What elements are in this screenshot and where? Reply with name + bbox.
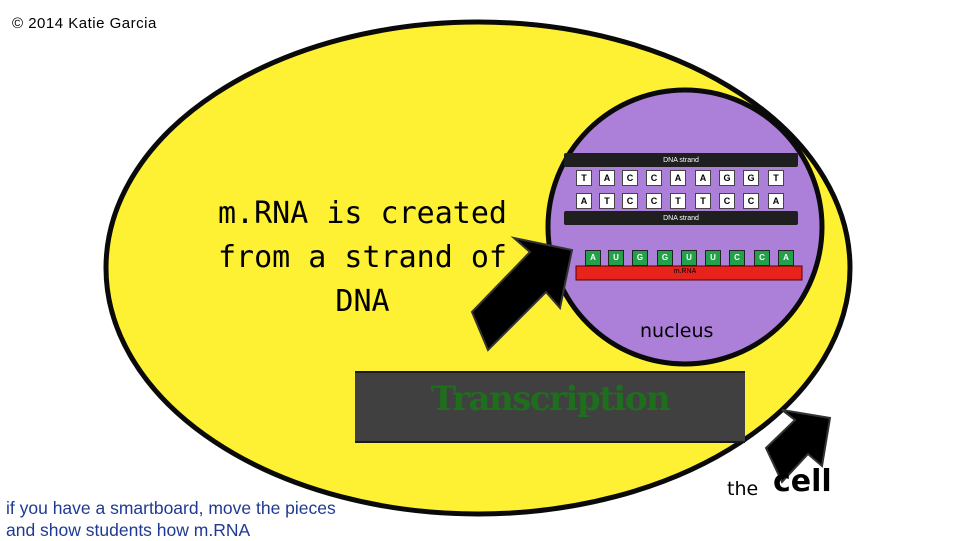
dna-top-base[interactable]: A — [670, 170, 686, 186]
copyright-text: © 2014 Katie Garcia — [12, 15, 157, 32]
cell-label-cell: cell — [773, 464, 832, 499]
dna-top-strand — [564, 153, 798, 167]
dna-bottom-strand — [564, 211, 798, 225]
caption-line-2: from a strand of — [218, 240, 507, 275]
caption-line-3: DNA — [335, 284, 390, 319]
dna-bottom-base[interactable]: T — [599, 193, 615, 209]
mrna-base[interactable]: A — [585, 250, 601, 266]
dna-top-base[interactable]: A — [695, 170, 711, 186]
mrna-base[interactable]: U — [705, 250, 721, 266]
nucleus-arrow-icon — [470, 236, 574, 352]
dna-bottom-base[interactable]: A — [768, 193, 784, 209]
mrna-base[interactable]: U — [608, 250, 624, 266]
dna-bottom-label: DNA strand — [663, 215, 699, 222]
dna-bottom-base[interactable]: C — [743, 193, 759, 209]
cell-label-the: the — [727, 478, 759, 500]
dna-top-base[interactable]: T — [576, 170, 592, 186]
dna-top-label: DNA strand — [663, 157, 699, 164]
mrna-base[interactable]: A — [778, 250, 794, 266]
mrna-base[interactable]: C — [729, 250, 745, 266]
mrna-strand — [575, 265, 803, 281]
transcription-banner: Transcription — [355, 371, 745, 443]
mrna-base[interactable]: G — [632, 250, 648, 266]
instruction-note: if you have a smartboard, move the piece… — [6, 498, 336, 540]
cell-arrow-icon — [764, 409, 832, 484]
dna-top-base[interactable]: G — [743, 170, 759, 186]
dna-bottom-base[interactable]: A — [576, 193, 592, 209]
mrna-base[interactable]: G — [657, 250, 673, 266]
mrna-label: m.RNA — [673, 268, 697, 275]
dna-top-base[interactable]: C — [646, 170, 662, 186]
dna-bottom-base[interactable]: C — [646, 193, 662, 209]
dna-bottom-base[interactable]: C — [622, 193, 638, 209]
dna-top-base[interactable]: C — [622, 170, 638, 186]
dna-top-base[interactable]: G — [719, 170, 735, 186]
dna-bottom-base[interactable]: T — [670, 193, 686, 209]
dna-top-base[interactable]: T — [768, 170, 784, 186]
caption-line-1: m.RNA is created — [218, 196, 507, 231]
banner-title: Transcription — [430, 379, 671, 419]
dna-bottom-base[interactable]: C — [719, 193, 735, 209]
dna-bottom-base[interactable]: T — [695, 193, 711, 209]
main-caption: m.RNA is created from a strand of DNA — [200, 192, 525, 324]
dna-top-base[interactable]: A — [599, 170, 615, 186]
mrna-base[interactable]: C — [754, 250, 770, 266]
mrna-base[interactable]: U — [681, 250, 697, 266]
nucleus-label: nucleus — [640, 320, 714, 342]
